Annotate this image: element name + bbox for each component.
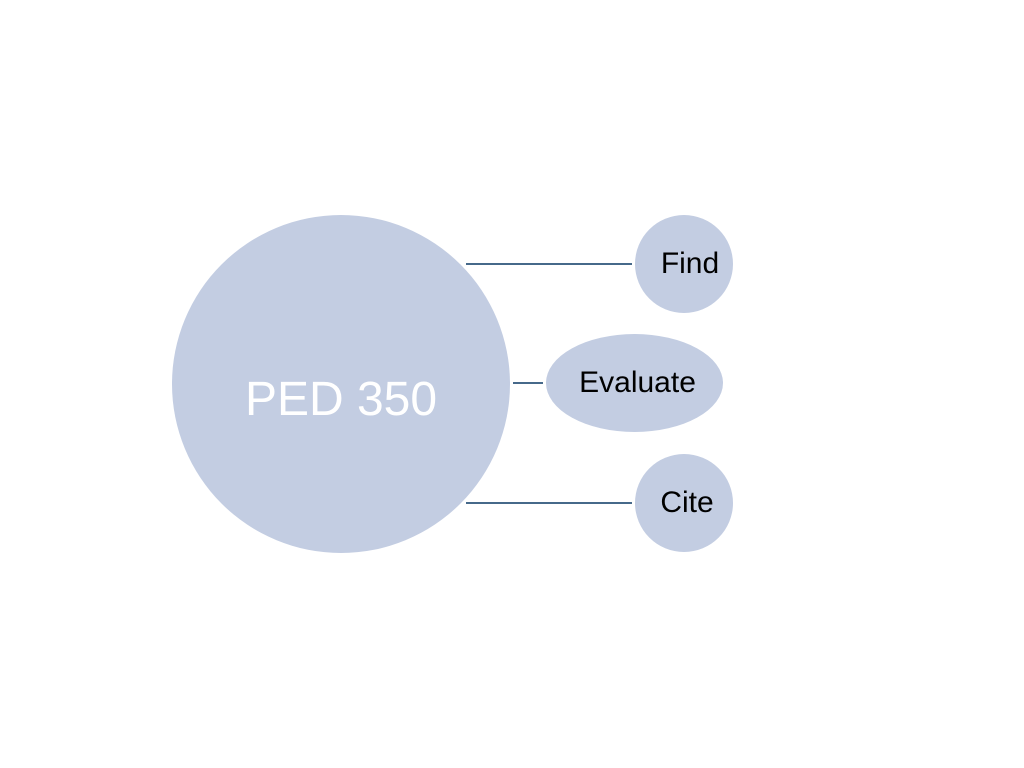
satellite-label-cite: Cite	[660, 486, 714, 519]
satellite-node-evaluate: Evaluate	[546, 334, 723, 432]
satellite-label-find: Find	[660, 247, 720, 280]
connector-evaluate	[513, 382, 543, 384]
hub-node: PED 350	[172, 215, 510, 553]
satellite-node-cite: Cite	[635, 454, 733, 552]
satellite-label-evaluate: Evaluate	[579, 366, 696, 399]
satellite-node-find: Find	[635, 215, 733, 313]
connector-cite	[466, 502, 632, 504]
hub-label: PED 350	[244, 372, 438, 426]
connector-find	[466, 263, 632, 265]
